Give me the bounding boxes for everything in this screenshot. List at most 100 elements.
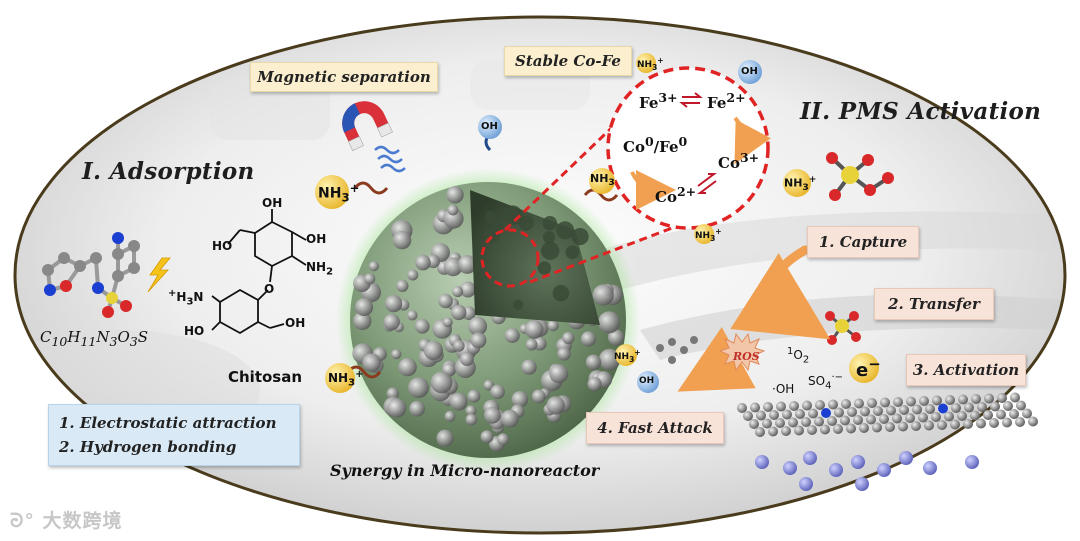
cycle-fe3-sup: 3+ <box>658 90 678 105</box>
electron-sup: − <box>868 355 881 373</box>
molecule-atom <box>58 252 70 264</box>
chitosan-oh-bottom: OH <box>285 316 306 330</box>
nh3-left-base: NH <box>318 185 342 202</box>
nh3-label-pms: NH3+ <box>784 174 816 193</box>
label-magnetic-separation: Magnetic separation <box>250 62 438 92</box>
carbon-atom <box>854 398 864 409</box>
step-fast-attack: 4. Fast Attack <box>586 412 724 444</box>
sphere-particle <box>442 317 453 328</box>
label-synergy: Synergy in Micro-nanoreactor <box>330 461 600 480</box>
carbon-atom <box>957 411 967 421</box>
nh3-pms-sup: + <box>808 174 817 185</box>
oh-ball-attack <box>637 371 659 393</box>
cobalt-particles <box>755 451 979 491</box>
chitosan-structure <box>211 209 307 335</box>
cutaway-particle <box>537 261 552 275</box>
cycle-co0-sup: 0 <box>644 134 654 149</box>
carbon-atom <box>859 423 869 433</box>
carbon-atom <box>782 409 792 420</box>
cutaway-particle <box>552 284 570 302</box>
nh3-ball-bottom <box>325 363 355 393</box>
carbon-atom <box>781 426 791 436</box>
heading-adsorption: I. Adsorption <box>82 158 255 185</box>
cutaway-particle <box>571 228 589 246</box>
cobalt-particle <box>799 477 813 491</box>
cycle-co2-base: Co <box>655 188 677 206</box>
sphere-particle <box>598 348 621 371</box>
molecule-atom <box>60 280 72 292</box>
cycle-fe2-base: Fe <box>707 94 727 112</box>
carbon-atom <box>737 403 747 413</box>
chitosan-h3n-h: H <box>176 290 187 304</box>
cutaway-particle <box>502 205 523 226</box>
cycle-fe2: Fe2+ <box>707 90 746 112</box>
sphere-particle <box>453 340 465 352</box>
cycle-fe3-base: Fe <box>639 94 659 112</box>
chitosan-nh2-sub: 2 <box>326 266 334 278</box>
carbon-atom <box>1028 416 1038 427</box>
cobalt-particle <box>899 451 913 465</box>
carbon-atom <box>989 418 999 428</box>
cycle-arrow-right <box>733 116 771 165</box>
carbon-atom <box>840 415 850 426</box>
molecule-atom <box>90 252 102 264</box>
sphere-particle <box>364 273 376 285</box>
carbon-atom <box>820 424 830 435</box>
nh3-mid-sub: 3 <box>710 233 716 243</box>
cycle-co3: Co3+ <box>718 150 759 172</box>
carbon-atom <box>885 422 895 432</box>
carbon-atom <box>808 408 818 419</box>
cutaway-particles <box>484 205 589 310</box>
carbon-atom <box>983 410 993 420</box>
chitosan-ho-left: HO <box>212 239 233 253</box>
equilibrium-arrows-co <box>697 173 717 194</box>
sphere-particle <box>391 349 402 360</box>
sphere-particle <box>546 396 565 415</box>
molecule-atom <box>128 240 140 252</box>
sphere-particle <box>386 387 399 400</box>
sphere-particle <box>368 261 379 272</box>
oh-label-right: OH <box>741 66 758 77</box>
singlet-o2-sub: 2 <box>802 354 810 366</box>
nh3-top-sup: + <box>657 56 664 65</box>
magnet-icon <box>342 101 393 151</box>
carbon-atom <box>802 400 812 411</box>
carbon-atom <box>892 413 902 424</box>
cobalt-particle <box>755 455 769 469</box>
sphere-particle <box>398 357 417 377</box>
cobalt-particle <box>851 455 865 469</box>
sphere-particle <box>450 304 467 321</box>
sphere-particle <box>446 186 464 204</box>
nh3-left-sup: + <box>349 181 360 195</box>
sphere-particle <box>497 433 510 446</box>
chitosan-ho-bottom: HO <box>184 324 205 338</box>
nh3-ball-left <box>315 175 349 209</box>
ros-label: ROS <box>733 350 760 363</box>
sphere-particle <box>444 410 456 422</box>
carbon-atom <box>756 410 766 421</box>
cobalt-particle <box>783 461 797 475</box>
molecule-atom <box>128 262 140 274</box>
capture-transfer-arrow <box>730 245 831 340</box>
sphere-particle <box>587 377 602 392</box>
carbon-atom <box>788 417 798 428</box>
chain-nh3-bottom <box>346 365 382 379</box>
nh3-bottom-sup: + <box>355 369 364 380</box>
chain-nh3-left <box>353 181 389 195</box>
cobalt-particle <box>965 455 979 469</box>
carbon-atom <box>925 404 935 414</box>
oh-ball-top <box>478 115 502 139</box>
molecule-atom <box>120 300 132 312</box>
sphere-particle <box>452 286 464 298</box>
sphere-particle <box>423 340 443 361</box>
carbon-atom <box>755 427 765 437</box>
carbon-atom <box>795 409 805 419</box>
carbon-atom <box>932 395 942 406</box>
nh3-label-right: NH3 <box>590 172 615 188</box>
electron-ball <box>849 353 879 383</box>
nh3-bottom-base: NH <box>328 371 349 385</box>
carbon-atom <box>815 400 825 410</box>
carbon-atom <box>1010 392 1020 403</box>
carbon-atom <box>976 418 986 429</box>
heading-pms-activation: II. PMS Activation <box>800 98 1042 125</box>
